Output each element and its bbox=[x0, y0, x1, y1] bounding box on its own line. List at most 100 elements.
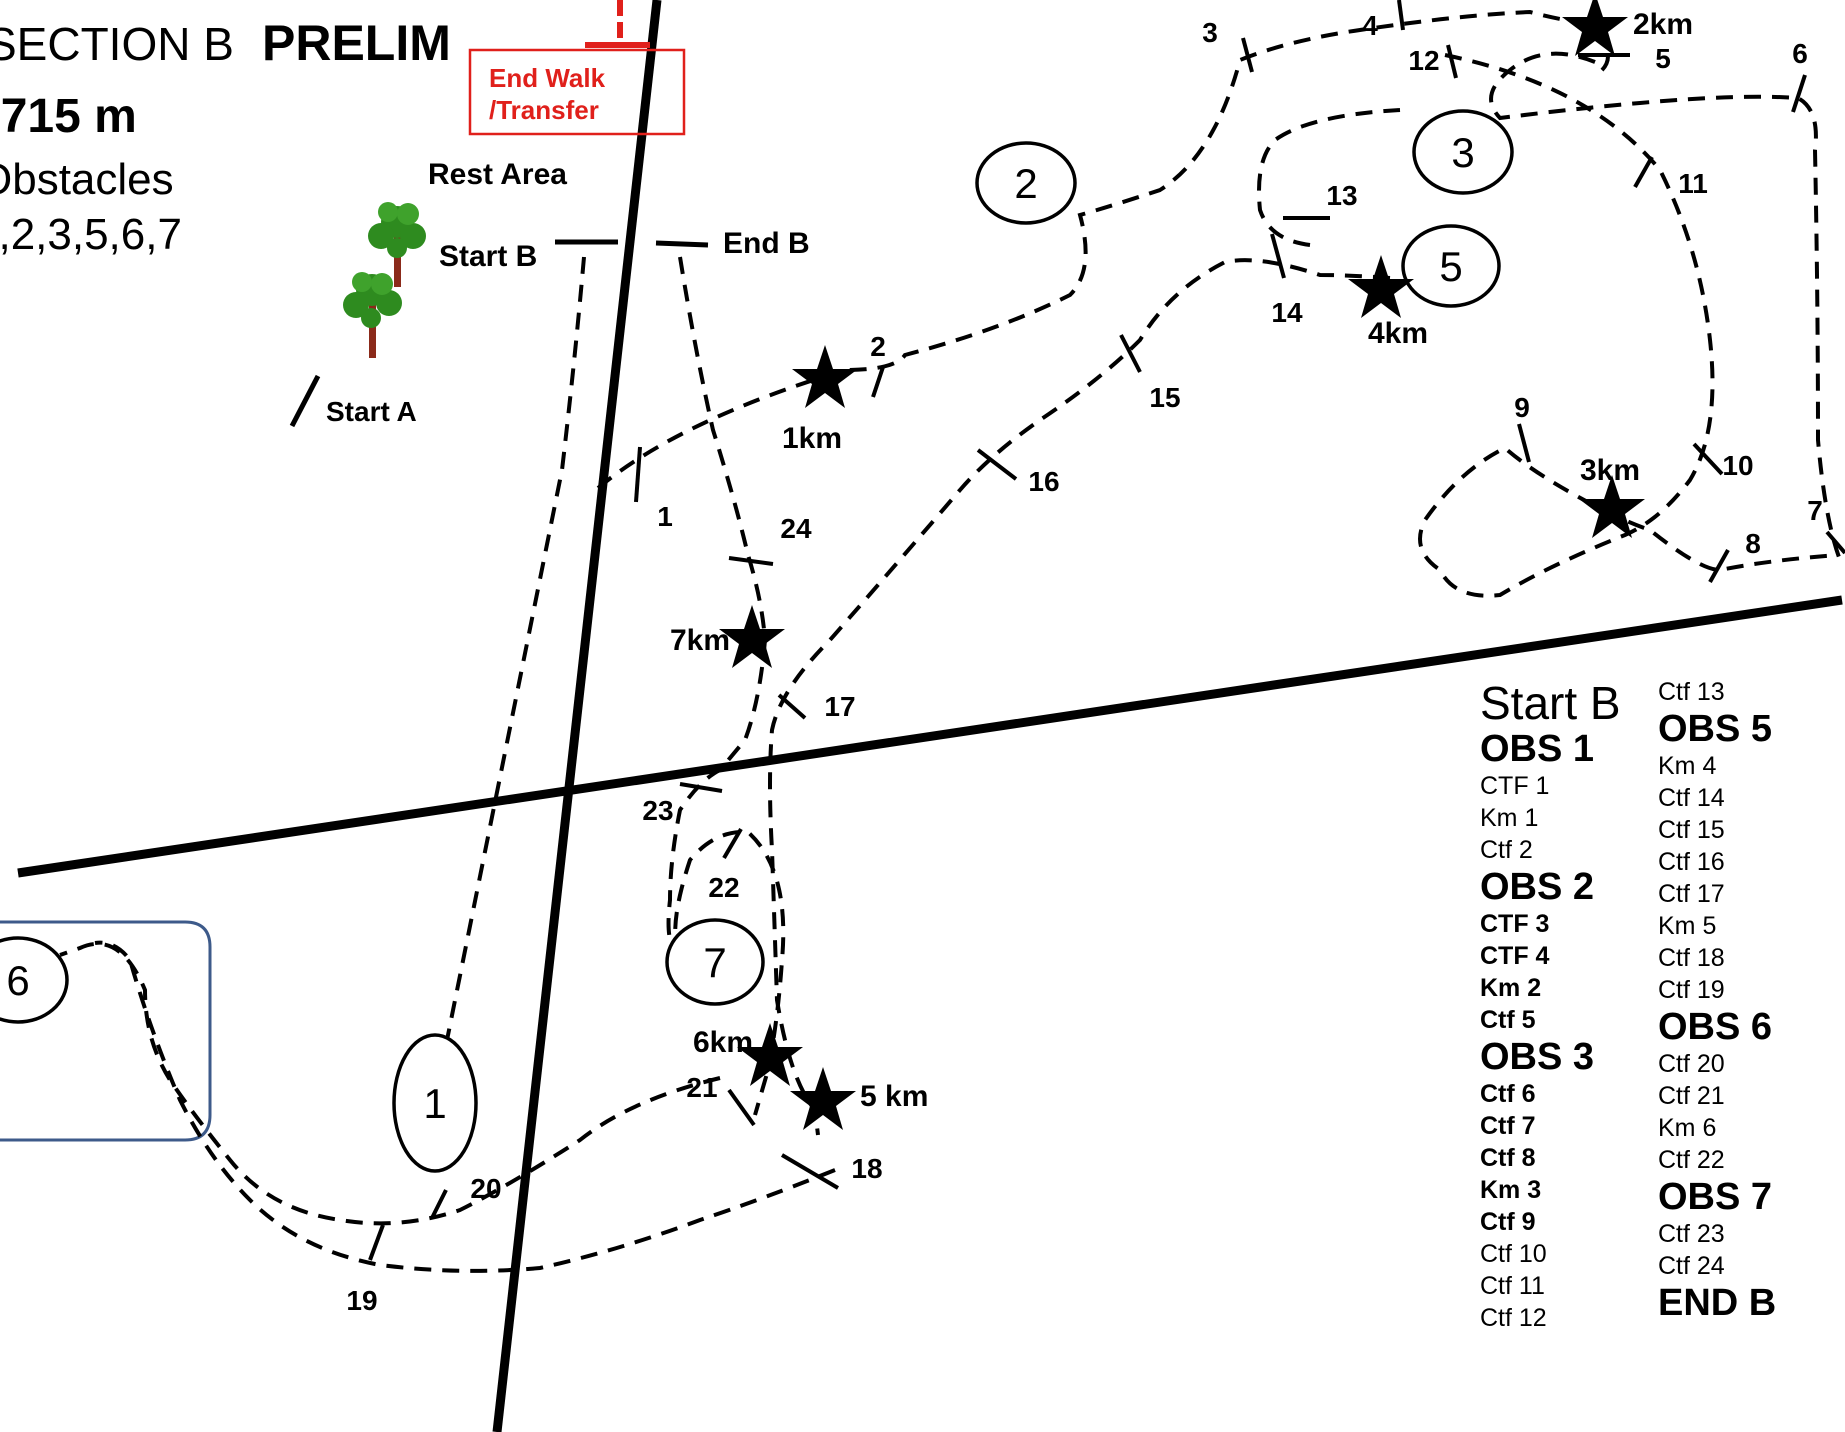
route bbox=[59, 9, 1842, 1273]
legend-item: Km 5 bbox=[1658, 912, 1717, 940]
obstacle-2-ellipse bbox=[975, 141, 1077, 225]
legend-item: Km 1 bbox=[1480, 804, 1539, 832]
control-label: 3 bbox=[1202, 17, 1218, 48]
control-label: 1 bbox=[657, 501, 673, 532]
transfer-label: /Transfer bbox=[489, 95, 599, 125]
legend-item: Ctf 24 bbox=[1658, 1252, 1725, 1280]
control-label: 22 bbox=[708, 872, 739, 903]
obstacle-label: 3 bbox=[1451, 129, 1474, 176]
km-label: 7km bbox=[670, 624, 730, 657]
star-icon bbox=[1348, 255, 1414, 318]
obstacle-6-box bbox=[0, 920, 212, 1142]
start-a-label: Start A bbox=[326, 396, 417, 427]
obstacle-label: 1 bbox=[423, 1080, 446, 1127]
legend-item: Ctf 9 bbox=[1480, 1208, 1536, 1236]
legend-item: Ctf 10 bbox=[1480, 1240, 1547, 1268]
control-label: 13 bbox=[1326, 180, 1357, 211]
star-icon bbox=[719, 605, 785, 668]
legend-item: OBS 3 bbox=[1480, 1036, 1595, 1078]
control-label: 24 bbox=[780, 513, 812, 544]
control-ticks bbox=[368, 0, 1845, 1261]
legend-item: CTF 1 bbox=[1480, 772, 1550, 800]
control-label: 11 bbox=[1678, 168, 1708, 199]
control-label: 6 bbox=[1792, 38, 1808, 69]
km-label: 2km bbox=[1633, 8, 1693, 41]
start-b-label: Start B bbox=[439, 240, 537, 273]
legend-item: Km 3 bbox=[1480, 1176, 1542, 1204]
legend-item: Ctf 11 bbox=[1480, 1272, 1545, 1300]
control-label: 19 bbox=[346, 1285, 377, 1316]
control-label: 7 bbox=[1807, 495, 1823, 526]
control-label: 23 bbox=[642, 795, 673, 826]
legend-item: Ctf 20 bbox=[1658, 1050, 1725, 1078]
end-walk-label: End Walk bbox=[489, 63, 606, 93]
legend-item: Ctf 14 bbox=[1658, 784, 1725, 812]
control-label: 10 bbox=[1722, 450, 1753, 481]
tree-icon bbox=[343, 272, 402, 358]
legend-item: CTF 3 bbox=[1480, 910, 1550, 938]
control-label: 14 bbox=[1271, 297, 1303, 328]
prelim-title: PRELIM bbox=[262, 15, 451, 71]
star-icon bbox=[790, 1067, 856, 1130]
legend-item: OBS 5 bbox=[1658, 708, 1773, 750]
km-label: 3km bbox=[1580, 454, 1640, 487]
km-label: 4km bbox=[1368, 317, 1428, 350]
obstacle-label: 2 bbox=[1014, 160, 1037, 207]
legend-item: CTF 4 bbox=[1480, 942, 1550, 970]
legend-item: Ctf 22 bbox=[1658, 1146, 1725, 1174]
legend-item: Ctf 8 bbox=[1480, 1144, 1536, 1172]
control-label: 21 bbox=[686, 1072, 717, 1103]
tree-icon bbox=[368, 202, 426, 287]
legend-item: Km 6 bbox=[1658, 1114, 1717, 1142]
star-icon bbox=[1579, 475, 1645, 538]
legend-item: Ctf 23 bbox=[1658, 1220, 1725, 1248]
legend-item: Ctf 5 bbox=[1480, 1006, 1536, 1034]
km-label: 6km bbox=[693, 1026, 753, 1059]
obstacle-3-ellipse bbox=[1412, 109, 1514, 195]
legend-item: Ctf 7 bbox=[1480, 1112, 1536, 1140]
legend-item: OBS 2 bbox=[1480, 866, 1595, 908]
legend-item: Km 2 bbox=[1480, 974, 1542, 1002]
start-a-bar bbox=[289, 374, 321, 428]
end-b-bar bbox=[655, 240, 709, 248]
legend-item: Ctf 17 bbox=[1658, 880, 1725, 908]
control-label: 12 bbox=[1408, 45, 1439, 76]
control-label: 17 bbox=[824, 691, 855, 722]
km-label: 5 km bbox=[860, 1080, 928, 1113]
control-label: 15 bbox=[1149, 382, 1180, 413]
obstacles-list: 1,2,3,5,6,7 bbox=[0, 210, 182, 259]
obstacle-1-ellipse bbox=[392, 1033, 478, 1173]
legend-item: Ctf 16 bbox=[1658, 848, 1725, 876]
road-diagonal bbox=[17, 595, 1843, 878]
obstacle-label: 7 bbox=[703, 939, 726, 986]
legend-item: Ctf 12 bbox=[1480, 1304, 1547, 1332]
control-label: 9 bbox=[1514, 392, 1530, 423]
legend-item: OBS 6 bbox=[1658, 1006, 1773, 1048]
road-vertical bbox=[492, 0, 662, 1432]
legend-item: Km 4 bbox=[1658, 752, 1717, 780]
end-walk-box bbox=[468, 48, 686, 136]
control-label: 5 bbox=[1655, 43, 1671, 74]
rest-area-label: Rest Area bbox=[428, 158, 567, 191]
legend-item: OBS 7 bbox=[1658, 1176, 1773, 1218]
star-icon bbox=[1562, 0, 1628, 56]
legend-item: Ctf 6 bbox=[1480, 1080, 1536, 1108]
control-label: 16 bbox=[1028, 466, 1059, 497]
obstacle-7-ellipse bbox=[665, 918, 765, 1006]
control-label: 2 bbox=[870, 331, 886, 362]
legend-item: Ctf 18 bbox=[1658, 944, 1725, 972]
end-b-label: End B bbox=[723, 227, 810, 260]
obstacle-5-ellipse bbox=[1401, 224, 1501, 308]
km-label: 1km bbox=[782, 422, 842, 455]
obstacles-label: Obstacles bbox=[0, 155, 174, 204]
km-stars bbox=[719, 0, 1645, 1130]
obstacle-label: 6 bbox=[6, 957, 29, 1004]
legend-item: END B bbox=[1658, 1282, 1777, 1324]
obstacle-6-ellipse bbox=[0, 936, 69, 1024]
legend-item: Ctf 19 bbox=[1658, 976, 1725, 1004]
star-icon bbox=[737, 1023, 803, 1086]
legend-item: Ctf 15 bbox=[1658, 816, 1725, 844]
